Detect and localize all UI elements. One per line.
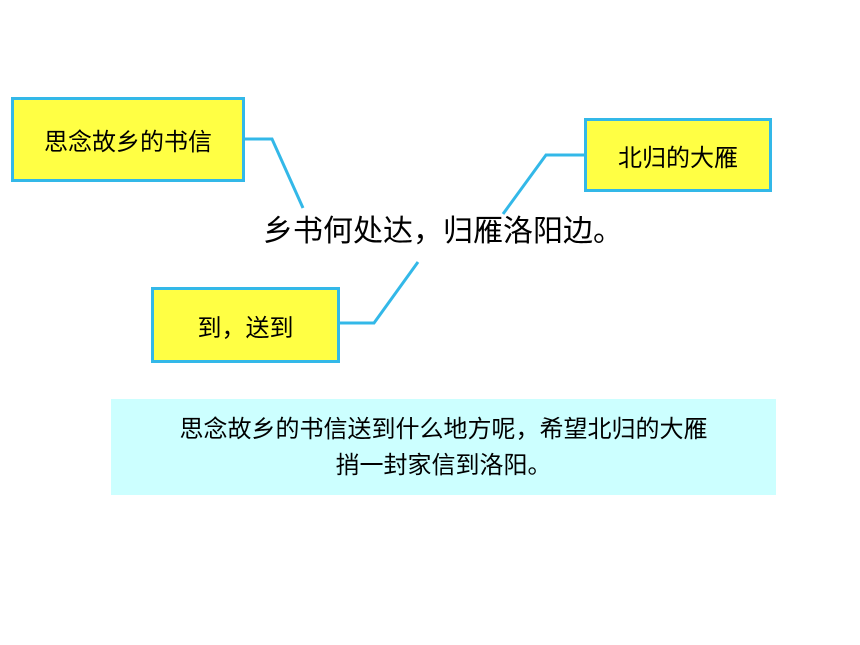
explanation-line-2: 捎一封家信到洛阳。 (335, 451, 552, 479)
note-xiangshu: 思念故乡的书信 (11, 97, 245, 182)
note-guiyan: 北归的大雁 (584, 118, 772, 192)
note-guiyan-label: 北归的大雁 (618, 143, 738, 172)
note-da-label: 到，送到 (197, 313, 294, 342)
connector-xiangshu (245, 137, 305, 209)
explanation-line-1: 思念故乡的书信送到什么地方呢，希望北归的大雁 (179, 415, 708, 443)
explanation-box: 思念故乡的书信送到什么地方呢，希望北归的大雁 捎一封家信到洛阳。 (111, 399, 776, 495)
connector-guiyan (501, 153, 584, 215)
note-xiangshu-label: 思念故乡的书信 (44, 128, 212, 156)
poem-verse: 乡书何处达，归雁洛阳边。 (263, 214, 623, 249)
note-da: 到，送到 (151, 287, 340, 363)
connector-da (340, 261, 420, 325)
